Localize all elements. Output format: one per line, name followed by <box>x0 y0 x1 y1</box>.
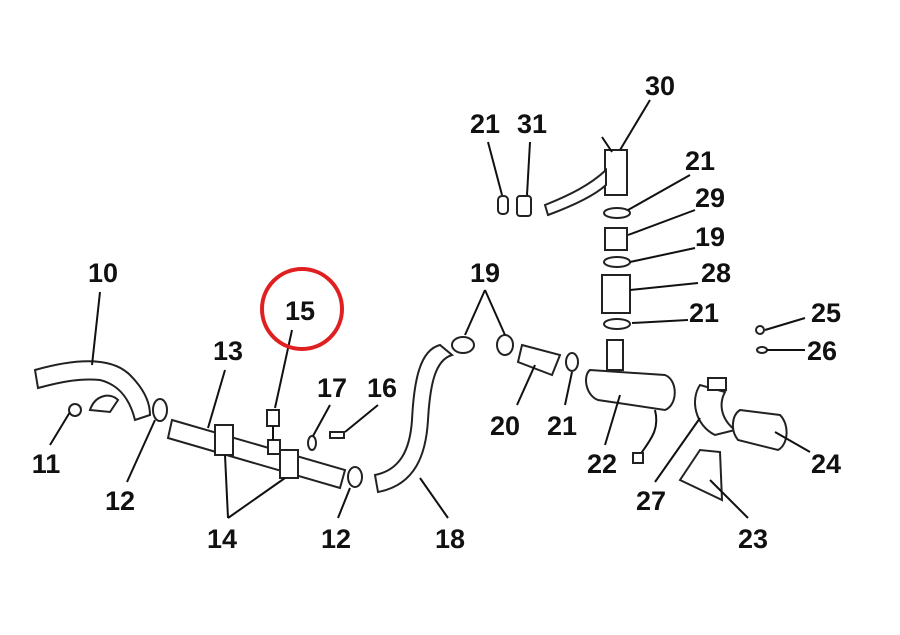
label-29: 29 <box>695 183 725 213</box>
label-23: 23 <box>738 524 768 554</box>
label-15: 15 <box>285 296 315 326</box>
label-25: 25 <box>811 298 841 328</box>
label-30: 30 <box>645 71 675 101</box>
part-20-pipe <box>516 343 562 377</box>
label-28: 28 <box>701 258 731 288</box>
label-26: 26 <box>807 336 837 366</box>
part-labels: 30 21 31 21 29 19 28 21 19 10 15 13 25 2… <box>32 71 841 554</box>
part-17-washer <box>307 435 317 451</box>
label-12: 12 <box>321 524 351 554</box>
part-12-clamp-right <box>347 466 363 488</box>
label-11: 11 <box>32 449 61 479</box>
label-13: 13 <box>213 336 243 366</box>
part-13-14-pipe <box>166 418 347 490</box>
leader-lines <box>49 99 811 519</box>
part-23-plate <box>678 448 724 502</box>
label-27: 27 <box>636 486 666 516</box>
label-31: 31 <box>517 109 547 139</box>
label-22: 22 <box>587 449 617 479</box>
part-18-hose <box>373 343 455 494</box>
part-11-cap <box>68 403 82 417</box>
part-30-valve <box>543 136 628 217</box>
label-10: 10 <box>88 258 118 288</box>
part-15-sensor <box>266 409 280 440</box>
part-10-hose <box>33 360 152 422</box>
label-21: 21 <box>470 109 500 139</box>
part-16-bolt <box>329 431 345 439</box>
label-14: 14 <box>207 524 237 554</box>
part-22-heater <box>585 339 676 464</box>
label-20: 20 <box>490 411 520 441</box>
label-16: 16 <box>367 373 397 403</box>
label-18: 18 <box>435 524 465 554</box>
part-24-cover <box>732 408 788 452</box>
part-25-26-screw <box>755 325 768 354</box>
label-21: 21 <box>547 411 577 441</box>
part-21-31-small <box>497 195 532 217</box>
part-27-bracket <box>694 377 738 437</box>
label-19: 19 <box>695 222 725 252</box>
part-19-clamps <box>451 334 514 356</box>
label-17: 17 <box>317 373 347 403</box>
stack-29-28 <box>601 207 631 330</box>
part-21-clamp-mid <box>565 352 579 372</box>
label-21: 21 <box>689 298 719 328</box>
label-19: 19 <box>470 258 500 288</box>
highlight-circle-part-15 <box>260 267 344 351</box>
label-24: 24 <box>811 449 841 479</box>
label-21: 21 <box>685 146 715 176</box>
part-12-clamp-left <box>152 398 168 422</box>
label-12: 12 <box>105 486 135 516</box>
